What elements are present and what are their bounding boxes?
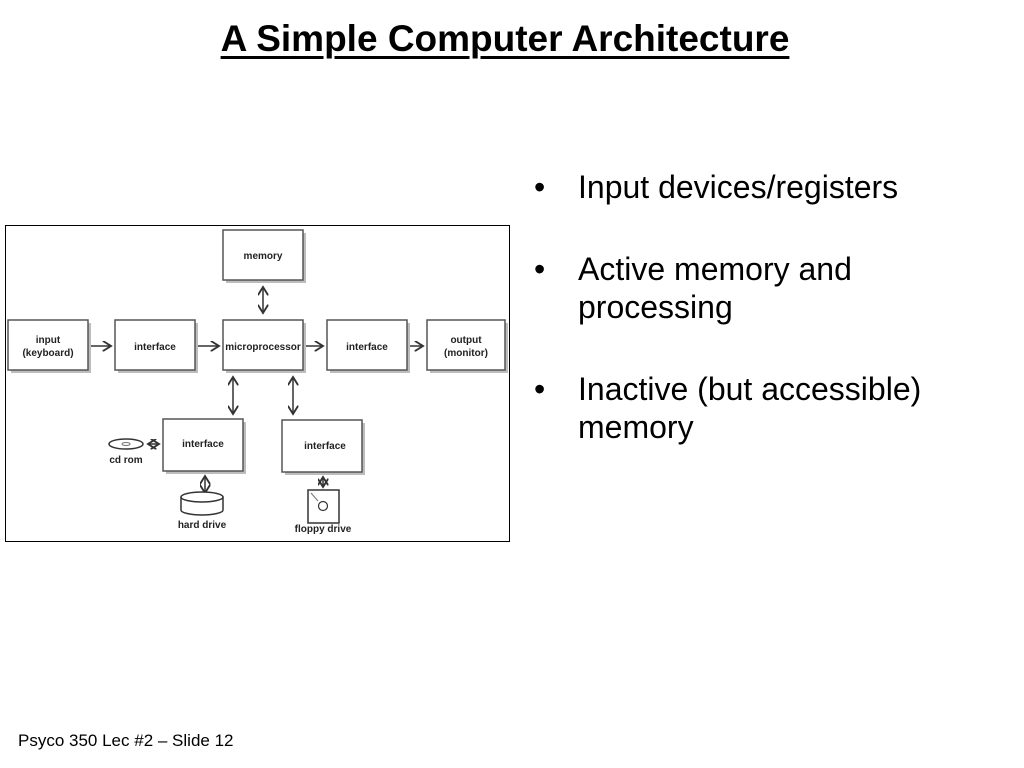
bullet-item: • Input devices/registers xyxy=(534,168,974,206)
interface-left-box: interface xyxy=(114,319,198,373)
interface-right-label: interface xyxy=(346,342,388,353)
cd-rom-label: cd rom xyxy=(109,455,142,466)
input-sublabel: (keyboard) xyxy=(22,348,73,359)
input-box: input (keyboard) xyxy=(7,319,91,373)
interface-bottom-right-label: interface xyxy=(304,441,346,452)
hard-drive-label: hard drive xyxy=(178,520,227,531)
interface-bottom-left-label: interface xyxy=(182,439,224,450)
hard-drive-icon xyxy=(180,491,224,516)
interface-right-box: interface xyxy=(326,319,410,373)
bullet-text: Inactive (but accessible) memory xyxy=(578,371,922,446)
bullet-dot-icon: • xyxy=(534,251,546,288)
bullet-dot-icon: • xyxy=(534,371,546,408)
slide-title: A Simple Computer Architecture xyxy=(220,18,790,59)
floppy-drive-icon xyxy=(307,489,340,524)
interface-left-label: interface xyxy=(134,342,176,353)
bullet-dot-icon: • xyxy=(534,169,546,205)
floppy-drive-label: floppy drive xyxy=(295,524,352,535)
output-box: output (monitor) xyxy=(426,319,508,373)
slide-footer: Psyco 350 Lec #2 – Slide 12 xyxy=(18,731,234,750)
cd-rom-icon xyxy=(108,438,144,450)
architecture-diagram: memory input (keyboard) interface microp… xyxy=(5,225,510,542)
memory-box: memory xyxy=(222,229,306,283)
bullet-item: • Active memory and processing xyxy=(534,250,974,326)
microprocessor-label: microprocessor xyxy=(225,342,301,353)
bullet-list: • Input devices/registers • Active memor… xyxy=(534,168,974,490)
bullet-text: Input devices/registers xyxy=(578,169,899,205)
interface-bottom-right-box: interface xyxy=(281,419,365,475)
output-sublabel: (monitor) xyxy=(444,348,488,359)
microprocessor-box: microprocessor xyxy=(222,319,306,373)
output-label: output xyxy=(450,335,482,346)
interface-bottom-left-box: interface xyxy=(162,418,246,474)
memory-label: memory xyxy=(244,251,283,262)
bullet-text: Active memory and processing xyxy=(578,251,852,326)
bullet-item: • Inactive (but accessible) memory xyxy=(534,370,974,446)
input-label: input xyxy=(36,335,61,346)
